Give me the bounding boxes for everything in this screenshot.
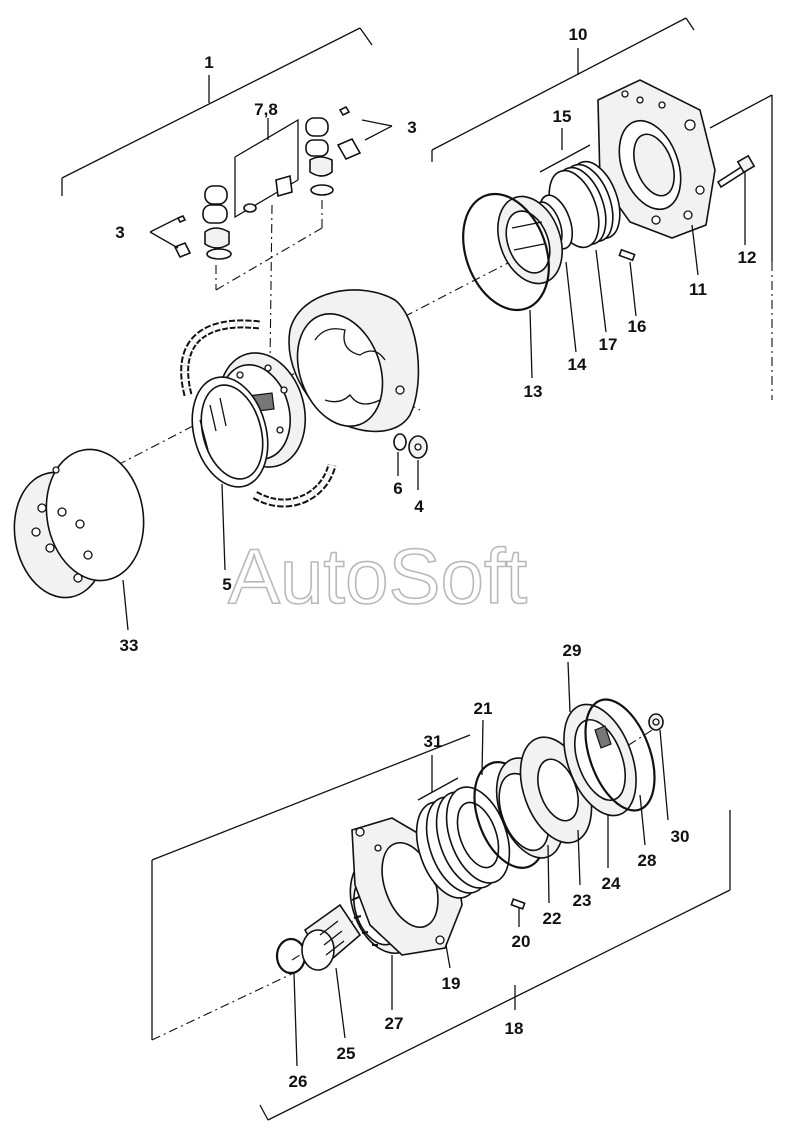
callout-17: 17 <box>599 335 618 354</box>
callout-23: 23 <box>573 891 592 910</box>
callout-26: 26 <box>289 1072 308 1091</box>
bolt-12 <box>716 154 756 189</box>
ball-chain-lower <box>252 463 337 508</box>
callout-31: 31 <box>424 732 443 751</box>
callout-30: 30 <box>671 827 690 846</box>
callout-33: 33 <box>120 636 139 655</box>
callout-13: 13 <box>524 382 543 401</box>
callout-5: 5 <box>222 575 231 594</box>
callout-6: 6 <box>393 479 402 498</box>
callout-12: 12 <box>738 248 757 267</box>
group-1-bracket <box>61 27 373 196</box>
callout-4: 4 <box>414 497 424 516</box>
callout-11: 11 <box>689 280 707 299</box>
callout-labels: 1 3 7,8 3 10 15 12 11 16 17 14 13 6 4 5 … <box>115 25 756 1091</box>
end-cover-33 <box>13 448 145 599</box>
callout-7-8: 7,8 <box>254 100 278 119</box>
callout-14: 14 <box>568 355 587 374</box>
callout-10: 10 <box>569 25 588 44</box>
o-ring-13 <box>462 192 550 312</box>
pin-16 <box>618 248 636 262</box>
roller-set-right <box>305 105 362 196</box>
callout-3-left: 3 <box>115 223 124 242</box>
callout-21: 21 <box>474 699 493 718</box>
pin-20 <box>510 898 526 910</box>
callout-27: 27 <box>385 1014 404 1033</box>
callout-15: 15 <box>553 107 572 126</box>
shaft-25 <box>301 903 362 971</box>
o-ring-26 <box>275 937 307 975</box>
callout-29: 29 <box>563 641 582 660</box>
leader-lines <box>122 119 746 1067</box>
callout-20: 20 <box>512 932 531 951</box>
callout-18: 18 <box>505 1019 524 1038</box>
callout-28: 28 <box>638 851 657 870</box>
callout-22: 22 <box>543 909 562 928</box>
housing-cover-29 <box>563 703 637 817</box>
callout-24: 24 <box>602 874 621 893</box>
ball-chain-upper <box>180 319 261 397</box>
callout-16: 16 <box>628 317 647 336</box>
watermark: AutoSoft <box>228 532 528 620</box>
group-31-bracket <box>417 755 459 801</box>
callout-3-right: 3 <box>407 118 416 137</box>
group-10-bracket <box>431 17 773 400</box>
key-pieces-left <box>173 214 192 259</box>
callout-1: 1 <box>204 53 213 72</box>
callout-19: 19 <box>442 974 461 993</box>
group-15-bracket <box>539 128 591 173</box>
cam-ring <box>288 289 420 433</box>
o-ring-28 <box>584 698 656 812</box>
callout-25: 25 <box>337 1044 356 1063</box>
plug-30 <box>648 713 664 731</box>
piston-ring-5 <box>191 376 269 488</box>
distributor-housing-11 <box>597 79 716 239</box>
valve-parts-4-6 <box>393 433 428 459</box>
disc-stack-31 <box>415 786 511 899</box>
group-18-bracket <box>151 734 731 1121</box>
roller-set-left <box>202 174 293 260</box>
